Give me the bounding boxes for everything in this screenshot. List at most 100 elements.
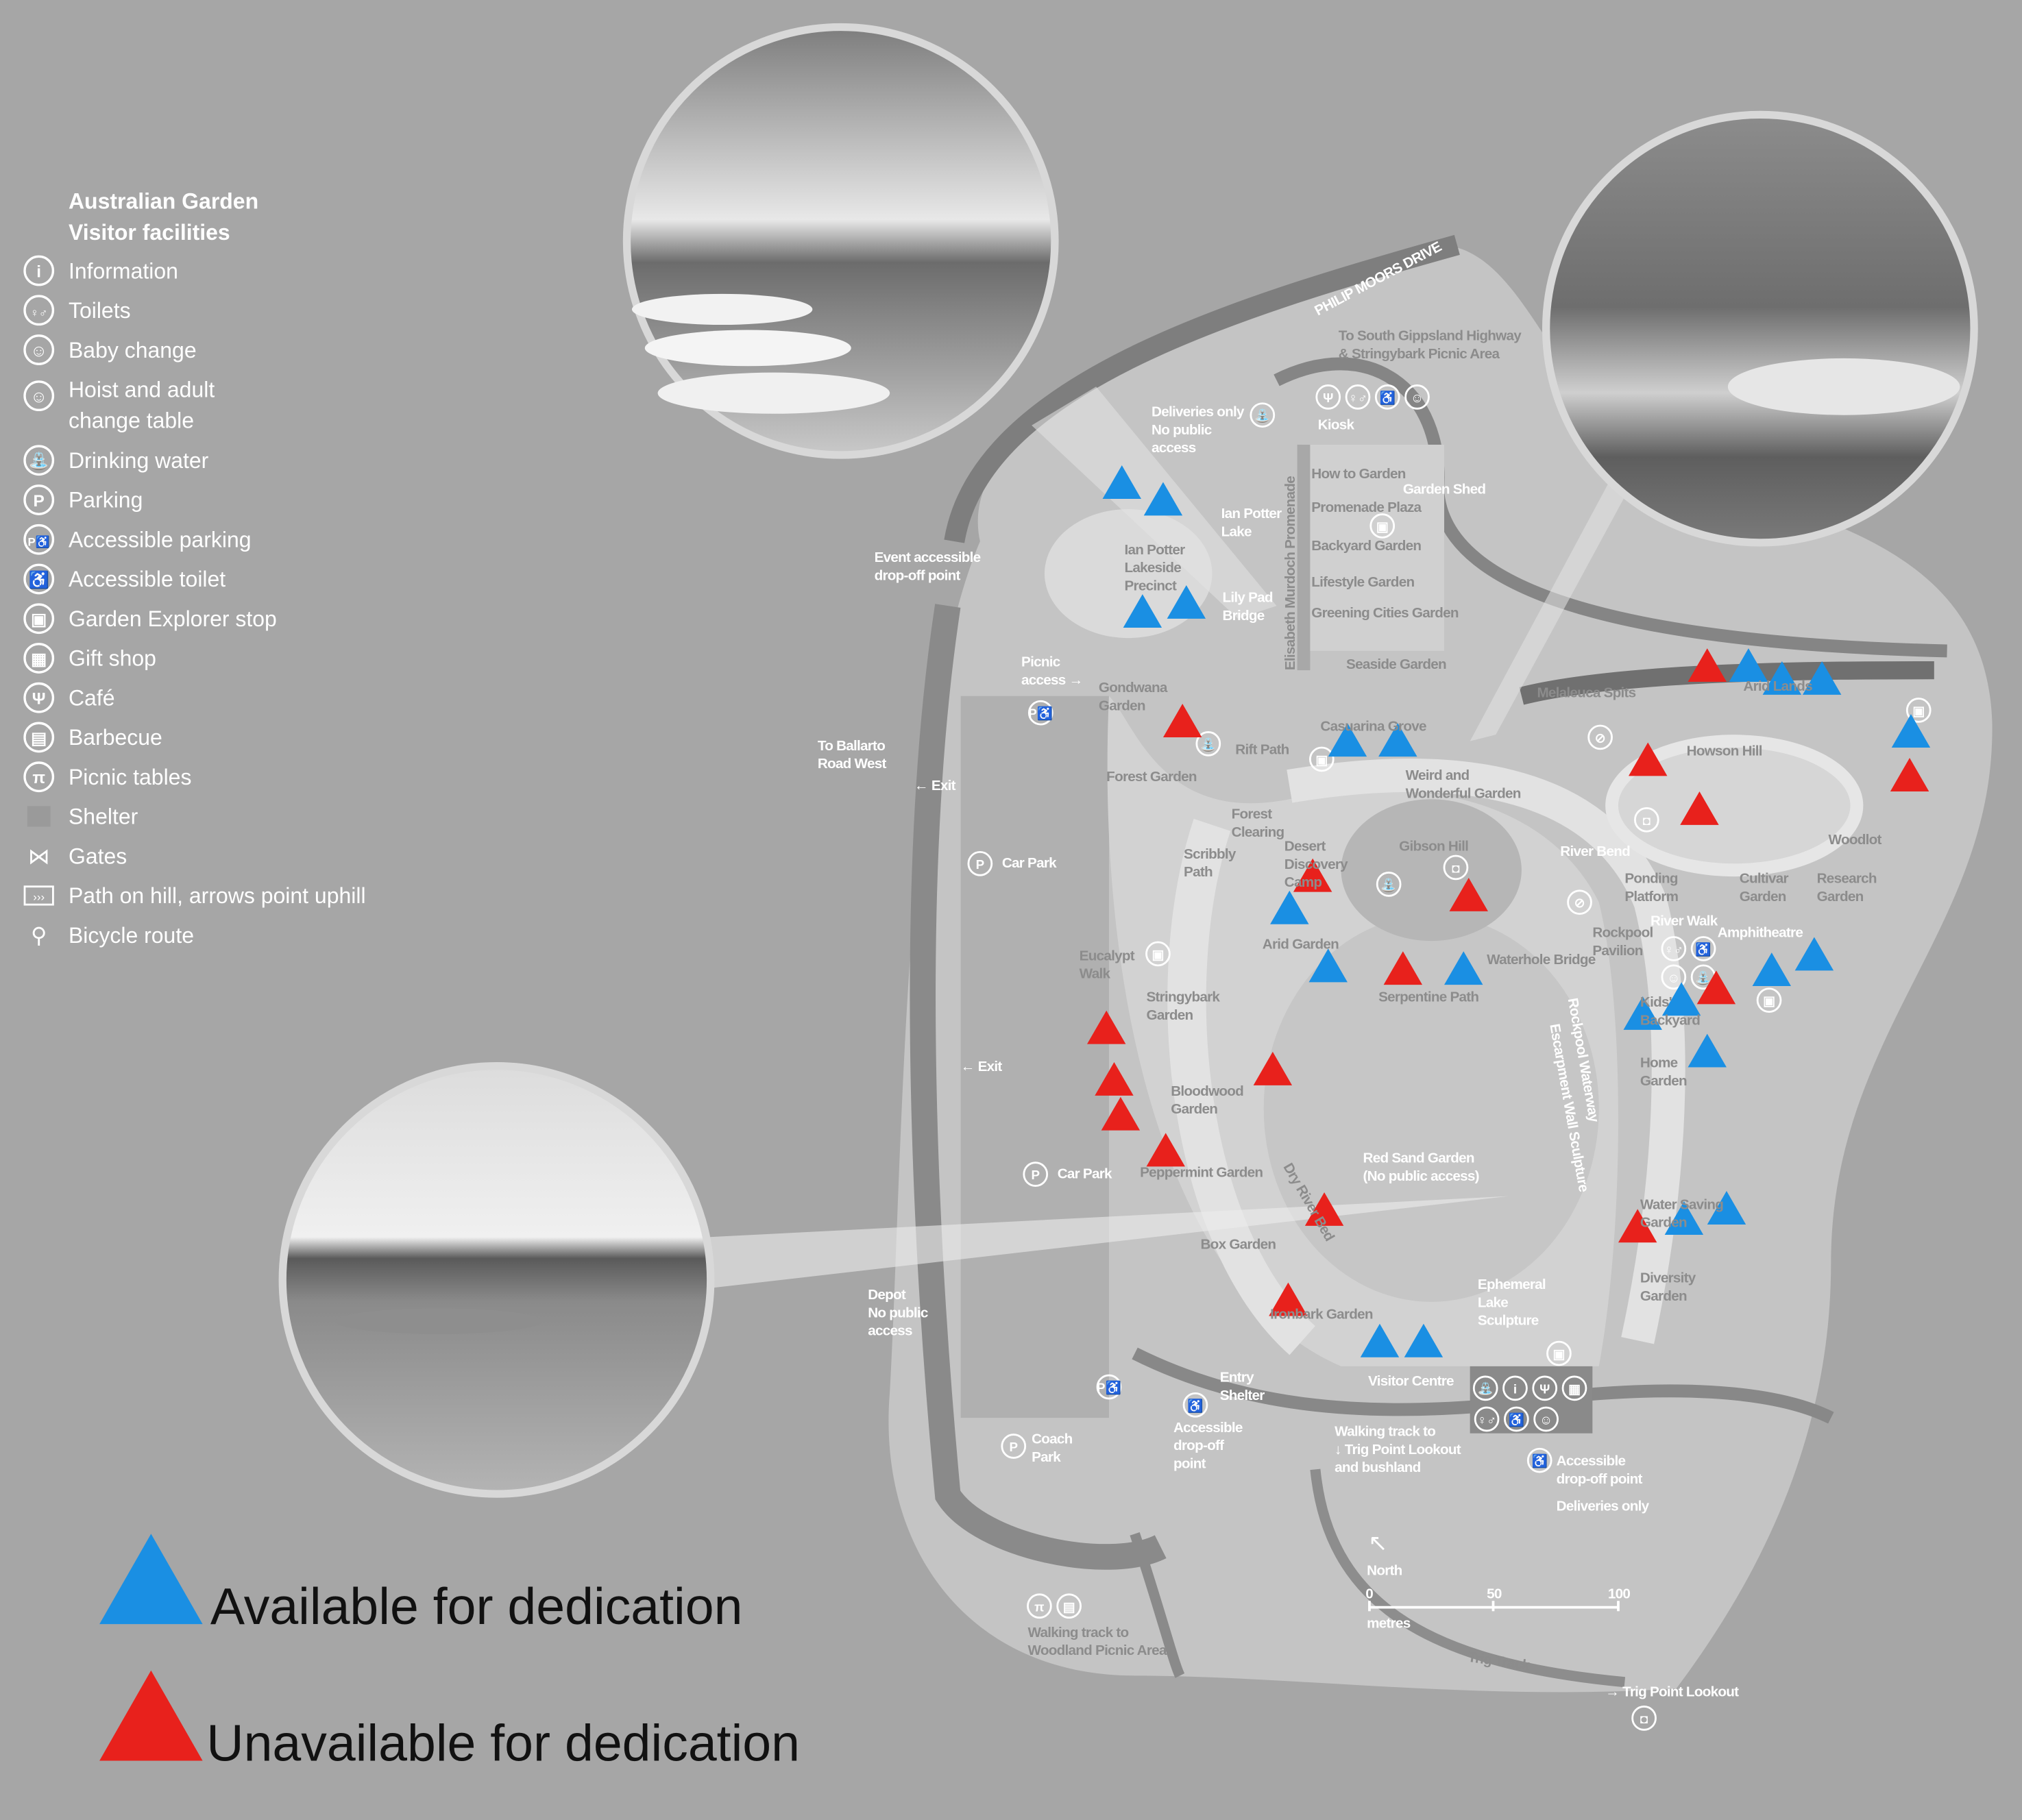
available-site-marker[interactable] bbox=[1308, 948, 1348, 983]
available-site-marker[interactable] bbox=[1102, 465, 1141, 499]
photo-lily-pad-bridge bbox=[622, 23, 1059, 459]
available-site-marker[interactable] bbox=[1404, 1323, 1444, 1357]
legend-item-label: Parking bbox=[69, 488, 143, 513]
parking-icon: P bbox=[967, 850, 993, 876]
unavailable-site-marker[interactable] bbox=[1696, 970, 1736, 1005]
available-site-marker[interactable] bbox=[1688, 1033, 1727, 1068]
unavailable-site-marker[interactable] bbox=[1086, 1010, 1126, 1044]
map-label-scale0: 0 bbox=[1365, 1586, 1373, 1601]
map-label-exit1: ← Exit bbox=[914, 778, 956, 794]
unavailable-site-marker[interactable] bbox=[1293, 858, 1332, 892]
available-site-marker[interactable] bbox=[1167, 585, 1206, 619]
path-on-hill-icon: ››› bbox=[23, 885, 54, 906]
unavailable-site-marker[interactable] bbox=[1688, 648, 1727, 682]
available-site-marker[interactable] bbox=[1444, 951, 1483, 985]
svg-text:⋈: ⋈ bbox=[28, 844, 50, 868]
available-site-marker[interactable] bbox=[1794, 937, 1834, 971]
photo-red-sand-landscape bbox=[278, 1061, 715, 1498]
unavailable-site-marker[interactable] bbox=[1253, 1051, 1293, 1085]
map-label-rift-path: Rift Path bbox=[1235, 741, 1289, 757]
legend-item-label: Accessible parking bbox=[69, 527, 252, 552]
legend-item-label: Bicycle route bbox=[69, 923, 194, 948]
svg-text:♿: ♿ bbox=[28, 569, 49, 589]
accessible-parking-icon: P♿ bbox=[1027, 700, 1053, 726]
map-label-casuarina: Casuarina Grove bbox=[1320, 719, 1426, 735]
svg-text:☺: ☺ bbox=[1539, 1413, 1552, 1427]
map-label-forest-garden: Forest Garden bbox=[1106, 769, 1197, 785]
map-label-lifestyle: Lifestyle Garden bbox=[1311, 574, 1414, 590]
available-site-marker[interactable] bbox=[1378, 723, 1417, 757]
available-label: Available for dedication bbox=[210, 1577, 743, 1635]
unavailable-site-marker[interactable] bbox=[1383, 951, 1423, 985]
camera-icon: ◘ bbox=[1443, 854, 1469, 881]
available-site-marker[interactable] bbox=[1328, 723, 1367, 757]
svg-text:i: i bbox=[36, 262, 41, 281]
map-label-deliveries-only: Deliveries only bbox=[1557, 1499, 1650, 1514]
unavailable-site-marker[interactable] bbox=[1618, 1209, 1657, 1243]
available-site-marker[interactable] bbox=[1623, 996, 1662, 1030]
map-label-waterhole: Waterhole Bridge bbox=[1487, 952, 1596, 968]
legend-item: ›››Path on hill, arrows point uphill bbox=[23, 883, 366, 908]
unavailable-site-marker[interactable] bbox=[1449, 877, 1488, 911]
svg-text:▣: ▣ bbox=[1152, 947, 1165, 961]
legend-title: Australian Garden bbox=[69, 189, 258, 214]
available-site-marker[interactable] bbox=[1143, 482, 1183, 516]
available-site-marker[interactable] bbox=[1802, 661, 1842, 695]
available-site-marker[interactable] bbox=[1123, 594, 1162, 628]
garden-explorer-icon: ▣ bbox=[1546, 1340, 1572, 1366]
barbecue-icon: ▤ bbox=[1056, 1593, 1082, 1619]
unavailable-site-marker[interactable] bbox=[1629, 742, 1668, 776]
legend-item-label: Gates bbox=[69, 844, 127, 868]
map-label-car-park1: Car Park bbox=[1002, 855, 1057, 871]
toilets-icon: ♀♂ bbox=[23, 295, 55, 326]
legend-item-label: Baby change bbox=[69, 338, 197, 362]
available-site-marker[interactable] bbox=[1729, 648, 1768, 682]
unavailable-site-marker[interactable] bbox=[1101, 1096, 1141, 1131]
unavailable-site-marker[interactable] bbox=[1680, 791, 1719, 825]
available-site-marker[interactable] bbox=[1762, 661, 1802, 695]
svg-text:π: π bbox=[1034, 1599, 1044, 1614]
cafe-icon: Ψ bbox=[1532, 1375, 1558, 1401]
available-site-marker[interactable] bbox=[1664, 1201, 1704, 1235]
available-site-marker[interactable] bbox=[1752, 952, 1792, 986]
toilets-icon: ♀♂ bbox=[1474, 1406, 1500, 1432]
available-site-marker[interactable] bbox=[1661, 982, 1701, 1016]
available-site-marker[interactable] bbox=[1707, 1191, 1746, 1225]
available-site-marker[interactable] bbox=[1360, 1323, 1400, 1357]
unavailable-site-marker[interactable] bbox=[1095, 1061, 1134, 1096]
svg-text:☺: ☺ bbox=[30, 388, 47, 406]
toilets-icon: ♀♂ bbox=[1345, 384, 1371, 410]
camera-icon: ◘ bbox=[1634, 807, 1659, 833]
svg-text:▣: ▣ bbox=[1912, 704, 1925, 718]
unavailable-site-marker[interactable] bbox=[1146, 1133, 1185, 1167]
drinking-water-icon: ⛲ bbox=[1376, 872, 1402, 897]
drinking-water-icon: ⛲ bbox=[23, 445, 55, 476]
unavailable-site-marker[interactable] bbox=[1304, 1192, 1344, 1226]
map-label-metres: metres bbox=[1367, 1616, 1411, 1632]
available-site-marker[interactable] bbox=[1270, 890, 1309, 924]
svg-text:♿: ♿ bbox=[1695, 942, 1711, 957]
available-site-marker[interactable] bbox=[1891, 714, 1931, 748]
svg-text:P♿: P♿ bbox=[1097, 1380, 1121, 1396]
accessible-toilet-icon: ♿ bbox=[23, 563, 55, 595]
svg-text:▦: ▦ bbox=[1568, 1381, 1581, 1396]
unavailable-site-marker[interactable] bbox=[1162, 704, 1202, 737]
svg-text:♀♂: ♀♂ bbox=[1477, 1413, 1496, 1427]
unavailable-site-marker[interactable] bbox=[1269, 1282, 1308, 1316]
unavailable-site-marker[interactable] bbox=[1890, 758, 1929, 791]
legend-item: P♿Accessible parking bbox=[23, 524, 252, 555]
